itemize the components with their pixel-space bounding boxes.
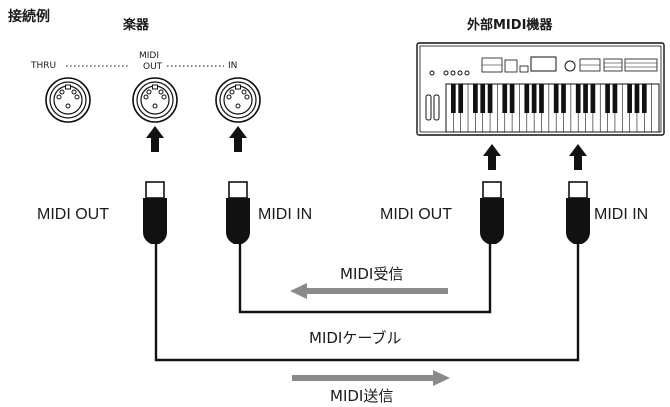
direction-arrows [290,283,450,386]
receive-direction-arrow [290,283,448,299]
instrument-midi-in-label: MIDI IN [258,206,313,223]
thru-port [45,77,91,123]
black-key [641,84,647,113]
black-key [509,84,515,113]
thru-port-label: THRU [31,61,57,71]
in-port [215,77,261,123]
black-key [561,84,566,113]
black-key [612,84,618,113]
midi-cable-label: MIDIケーブル [309,329,402,347]
send-direction-arrow [292,370,450,386]
midi-cables [154,243,580,362]
black-key [502,84,508,113]
plug-instrument-out [143,181,167,244]
black-key [634,84,640,113]
keyboard-icon [416,42,665,136]
midi-header-label: MIDI [139,51,160,61]
black-key [524,84,530,113]
black-key [575,84,581,113]
black-key [487,84,493,113]
instrument-label: 楽器 [123,18,150,33]
midi-send-label: MIDI送信 [330,387,394,405]
external-device-label: 外部MIDI機器 [467,18,553,33]
black-key [627,84,632,113]
black-key [539,84,544,113]
connection-arrows [146,126,587,170]
black-key [450,84,456,113]
up-arrow-ext-out [483,144,501,170]
in-port-label: IN [228,61,238,71]
instrument-midi-out-label: MIDI OUT [37,206,109,223]
plug-instrument-in [226,181,250,244]
black-key [458,84,464,113]
out-port [132,77,178,123]
external-midi-out-label: MIDI OUT [380,206,452,223]
plug-external-out [480,181,504,244]
up-arrow-out [146,126,164,152]
black-key [590,84,596,113]
midi-receive-label: MIDI受信 [340,265,404,283]
out-port-label: OUT [143,62,163,72]
external-midi-in-label: MIDI IN [594,206,649,223]
black-key [531,84,537,113]
diagram-title: 接続例 [8,9,50,25]
black-key [473,84,478,113]
plug-external-in [566,181,590,244]
black-key [480,84,486,113]
black-key [605,84,610,113]
black-key [583,84,588,113]
receive-cable-line [238,243,492,314]
black-key [553,84,559,113]
send-cable-line [154,243,580,362]
cable-plugs [143,181,590,244]
up-arrow-in [229,126,247,152]
up-arrow-ext-in [569,144,587,170]
